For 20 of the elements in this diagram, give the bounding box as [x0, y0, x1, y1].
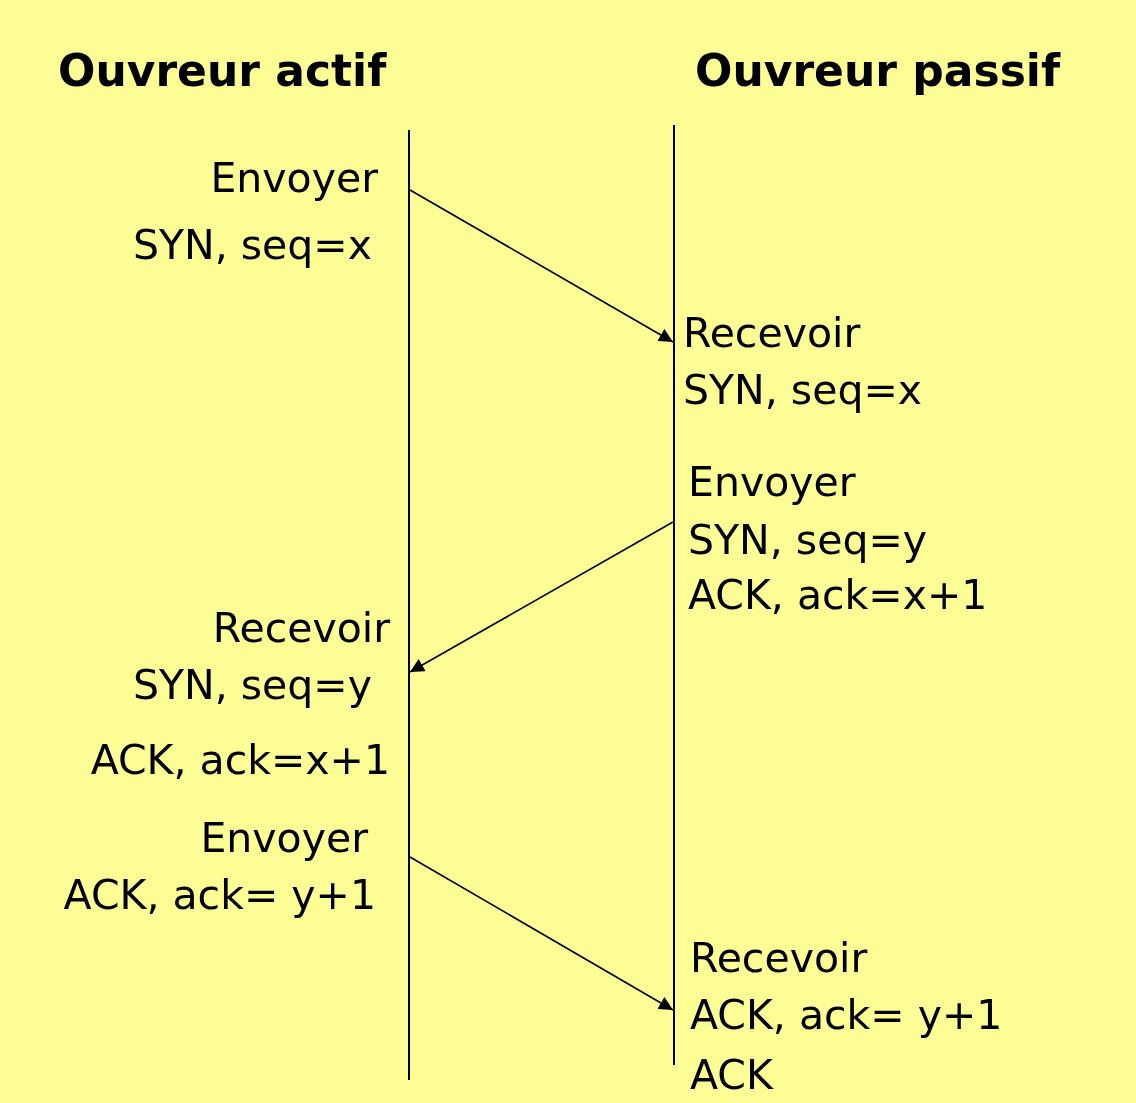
message-label: ACK	[690, 1050, 773, 1100]
message-label: SYN, seq=x	[683, 365, 923, 415]
message-label: Envoyer	[210, 153, 378, 203]
message-label: ACK, ack=x+1	[90, 735, 390, 785]
participant-heading: Ouvreur actif	[58, 45, 387, 97]
message-label: ACK, ack= y+1	[63, 870, 376, 920]
message-label: ACK, ack=x+1	[688, 570, 988, 620]
message-label: Recevoir	[212, 603, 390, 653]
message-label: Envoyer	[200, 813, 368, 863]
participant-heading: Ouvreur passif	[695, 45, 1061, 97]
message-label: SYN, seq=y	[688, 515, 928, 565]
message-label: Recevoir	[690, 933, 868, 983]
message-arrow	[409, 521, 674, 673]
message-label: ACK, ack= y+1	[690, 990, 1003, 1040]
message-arrow	[409, 189, 674, 343]
message-label: Recevoir	[683, 308, 861, 358]
message-label: SYN, seq=y	[132, 660, 372, 710]
message-label: SYN, seq=x	[132, 220, 372, 270]
message-arrow	[409, 856, 674, 1011]
message-label: Envoyer	[688, 457, 856, 507]
